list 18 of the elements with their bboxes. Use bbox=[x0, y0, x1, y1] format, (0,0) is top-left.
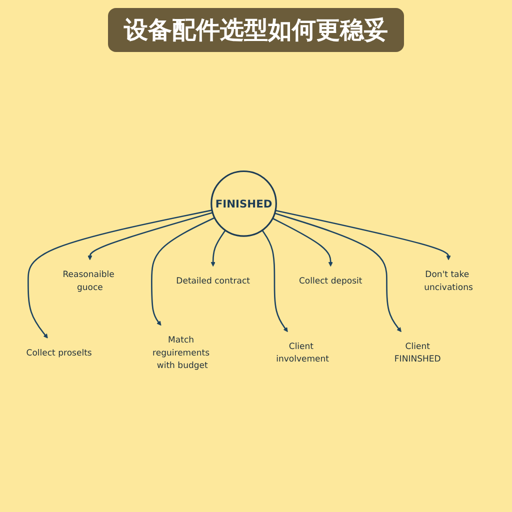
node-text: Reasonaible guoce bbox=[62, 270, 114, 292]
node-text: Don't take uncivations bbox=[424, 270, 473, 292]
arrow bbox=[151, 218, 215, 326]
arrow bbox=[210, 230, 226, 268]
node-text: Client involvement bbox=[276, 341, 330, 364]
arrow bbox=[28, 210, 212, 339]
arrow bbox=[274, 213, 402, 333]
node-text: Detailed contract bbox=[176, 276, 250, 286]
arrow bbox=[275, 210, 451, 261]
title-banner: 设备配件选型如何更稳妥 bbox=[108, 8, 404, 52]
node-circle: FINISHED bbox=[210, 170, 277, 238]
node-text: Collect deposit bbox=[298, 276, 362, 286]
node-text: Match reguirements with budget bbox=[152, 335, 210, 371]
node-text: Client FININSHED bbox=[394, 341, 441, 364]
arrow bbox=[88, 212, 213, 261]
node-text: Collect proselts bbox=[26, 348, 92, 358]
arrow bbox=[272, 218, 333, 268]
arrow bbox=[262, 230, 288, 333]
